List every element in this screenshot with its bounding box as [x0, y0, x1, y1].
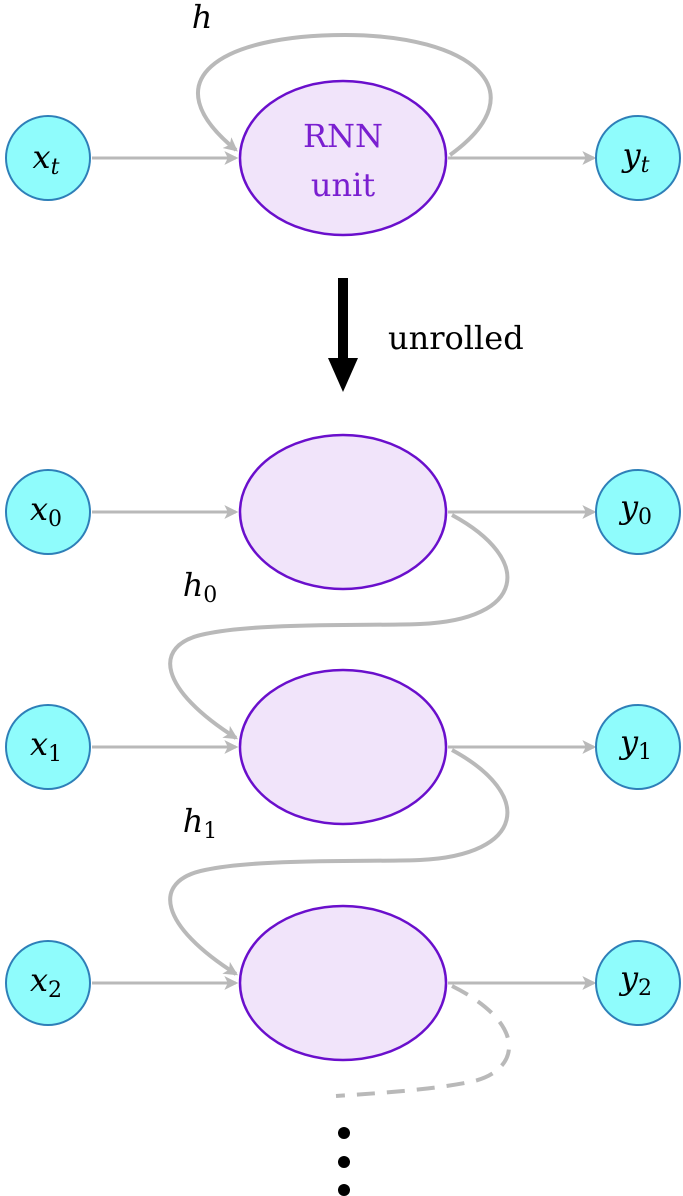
rolled-rnn: xt RNN unit yt h: [5, 0, 681, 237]
hidden-label-1: h1: [183, 802, 218, 844]
ellipsis-dot: [338, 1127, 350, 1139]
step-2-rnn-unit: [238, 904, 448, 1062]
step-1-rnn-unit: [238, 668, 448, 826]
step-1-input-label: x1: [30, 725, 62, 767]
hidden-edge-0-1: [168, 513, 510, 740]
hidden-state-loop-edge: [196, 32, 493, 157]
input-node: [5, 115, 91, 201]
hidden-edge-1-2: [168, 748, 510, 976]
rnn-unit: [238, 79, 448, 237]
hidden-label-0: h0: [183, 566, 218, 608]
step-0-input-label: x0: [30, 490, 62, 532]
step-2-input-label: x2: [30, 961, 62, 1003]
step-0-input-node: [5, 469, 91, 555]
step-1-input-node: [5, 704, 91, 790]
step-2-input-node: [5, 940, 91, 1026]
step-0-output-label: y0: [618, 488, 652, 530]
output-node: [595, 115, 681, 201]
step-1-output-label: y1: [618, 723, 652, 765]
step-1-output-node: [595, 704, 681, 790]
step-2-output-node: [595, 940, 681, 1026]
output-label: yt: [621, 136, 650, 178]
hidden-state-label: h: [192, 0, 213, 36]
ellipsis-dot: [338, 1156, 350, 1168]
unrolled-step-0: x0 y0: [5, 433, 681, 591]
rnn-unit-label-line1: RNN: [303, 117, 383, 155]
ellipsis-dot: [338, 1184, 350, 1196]
unrolled-step-1: x1 y1: [5, 668, 681, 826]
unroll-arrow-head: [328, 358, 358, 392]
input-label: xt: [33, 138, 60, 180]
unroll-arrow: unrolled: [328, 278, 524, 392]
rnn-unit-label-line2: unit: [311, 166, 375, 204]
unroll-arrow-shaft: [338, 278, 348, 362]
step-0-output-node: [595, 469, 681, 555]
step-0-rnn-unit: [238, 433, 448, 591]
continuation-ellipsis: [338, 1127, 350, 1196]
unroll-label: unrolled: [388, 319, 524, 357]
unrolled-step-2: x2 y2: [5, 904, 681, 1062]
step-2-output-label: y2: [618, 959, 652, 1001]
